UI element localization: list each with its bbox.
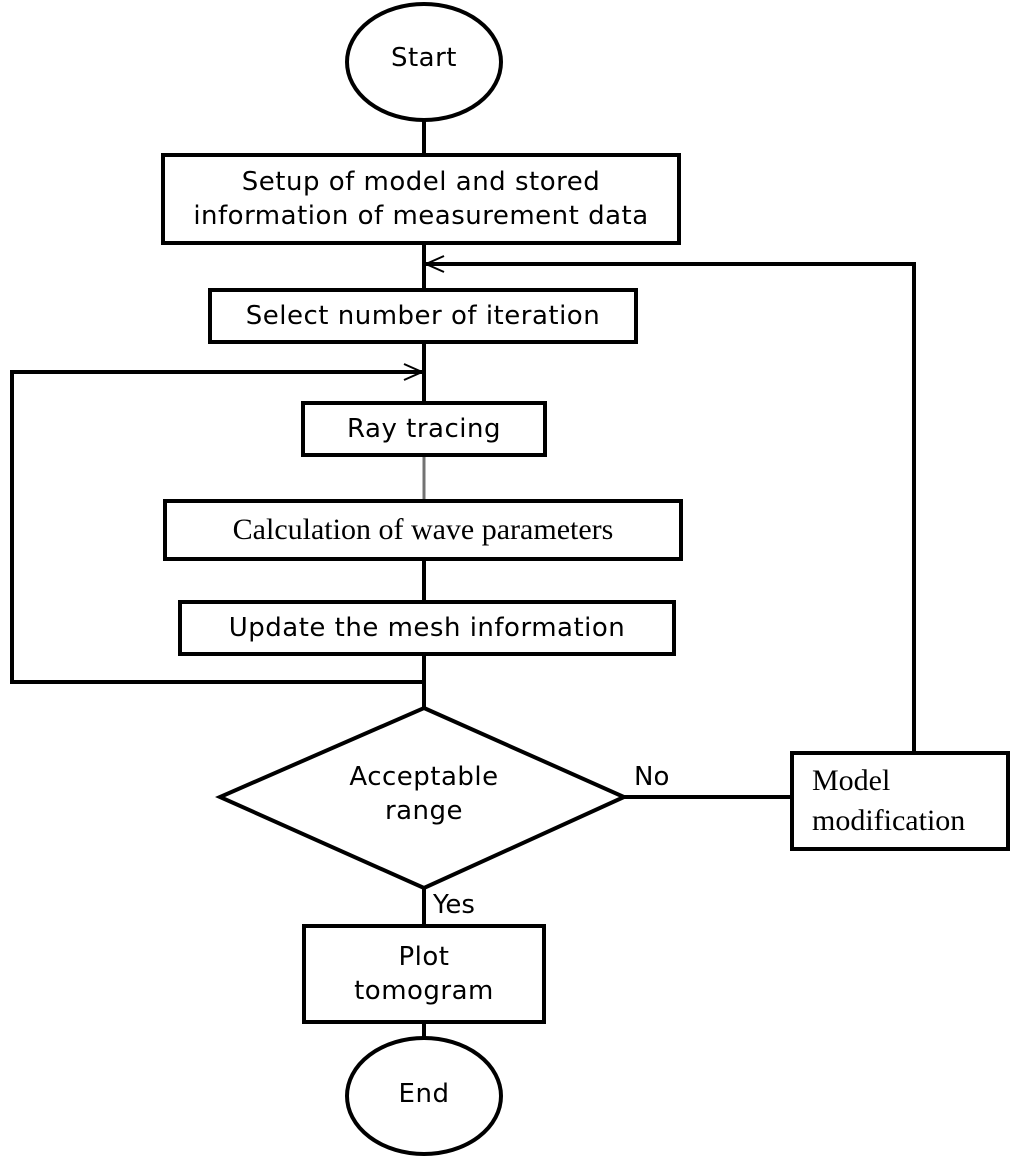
ray-tracing-box: Ray tracing <box>301 401 547 457</box>
calculation-box: Calculation of wave parameters <box>163 499 683 561</box>
model-feedback-line <box>426 262 916 752</box>
no-label: No <box>634 762 670 792</box>
decision-diamond <box>215 705 629 891</box>
start-label: Start <box>390 43 457 73</box>
yes-label: Yes <box>433 890 475 920</box>
model-modification-box: Model modification <box>790 751 1010 851</box>
select-iteration-box: Select number of iteration <box>208 288 638 344</box>
end-label: End <box>398 1079 450 1109</box>
decision-label: Acceptable range <box>349 762 499 826</box>
plot-tomogram-box: Plot tomogram <box>302 924 546 1024</box>
iteration-loop-arrowhead <box>403 363 425 381</box>
iteration-loop-line <box>10 370 424 684</box>
model-feedback-arrowhead <box>423 255 445 273</box>
update-mesh-box: Update the mesh information <box>178 600 676 656</box>
setup-model-box: Setup of model and stored information of… <box>161 153 681 245</box>
